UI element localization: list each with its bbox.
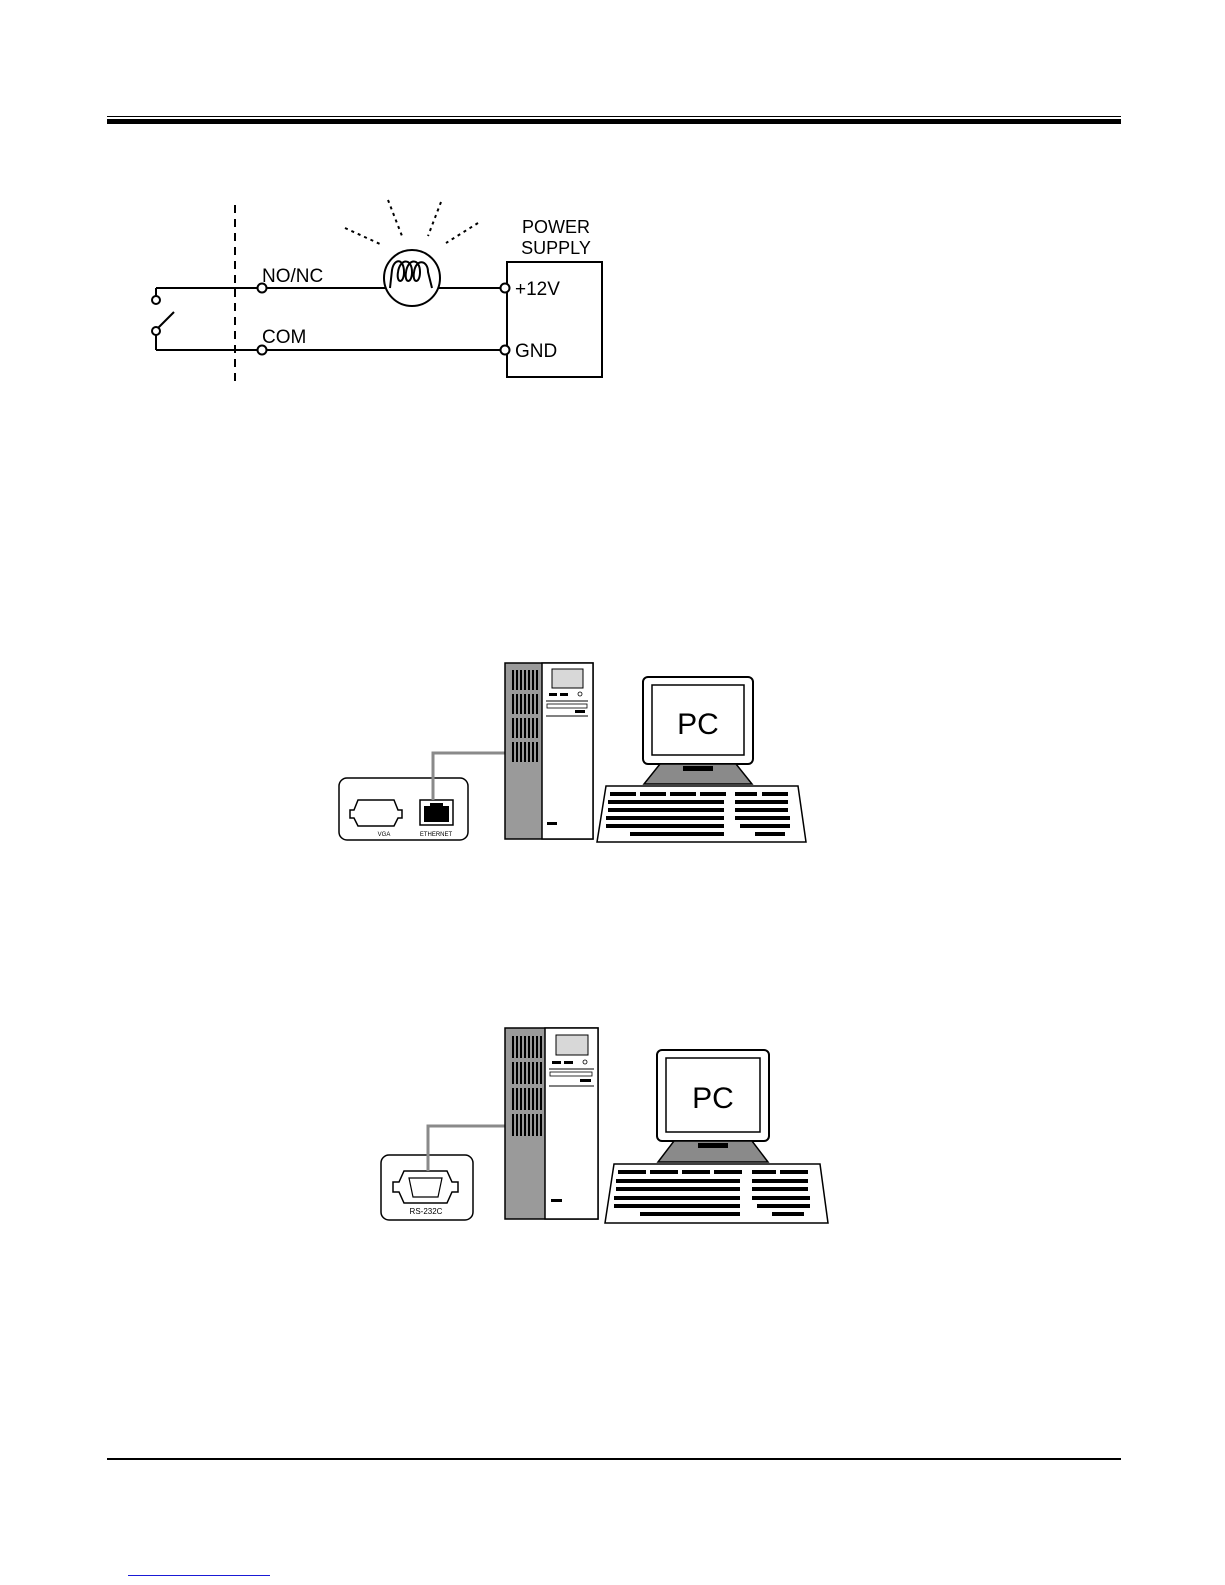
lamp-icon [345, 200, 478, 306]
com-label: COM [262, 327, 306, 348]
gnd-label: GND [515, 341, 557, 362]
footer-link-underline [128, 1575, 270, 1576]
gnd-terminal [501, 346, 510, 355]
plus12v-terminal [501, 284, 510, 293]
plus12v-label: +12V [515, 279, 560, 300]
power-supply-label-line1: POWER [522, 217, 590, 237]
footer-rule [107, 1458, 1121, 1460]
no-nc-label: NO/NC [262, 266, 323, 287]
power-supply-label-line2: SUPPLY [521, 238, 591, 258]
relay-switch [152, 288, 260, 350]
